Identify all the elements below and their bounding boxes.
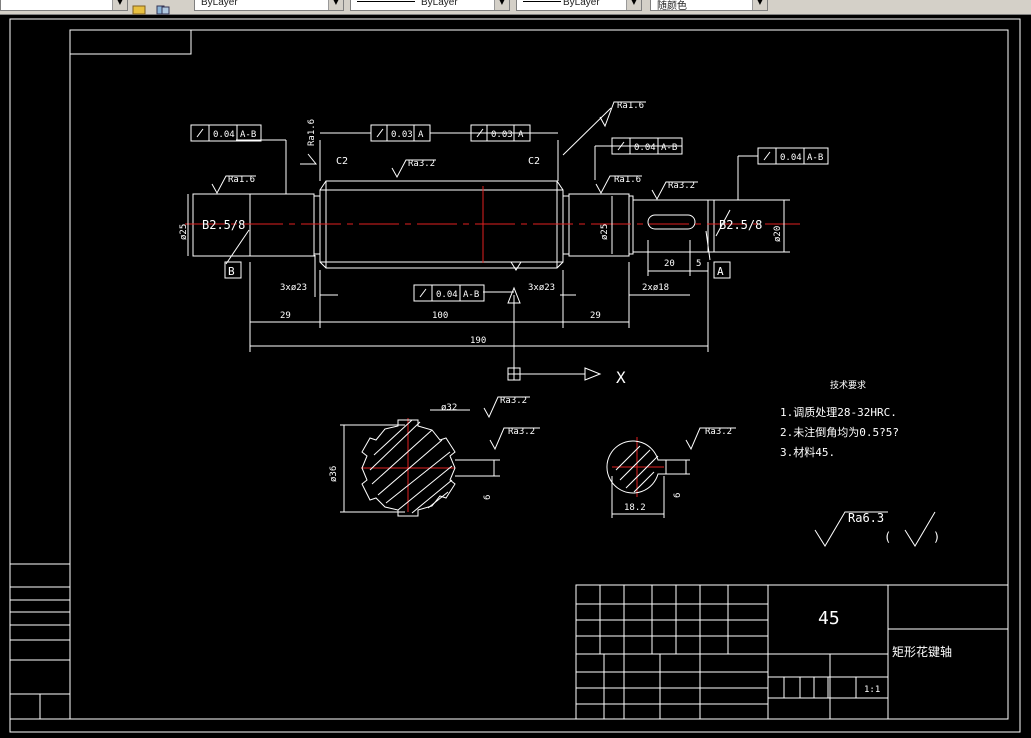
linetype-combo[interactable]: ByLayer ▼ [350, 0, 510, 11]
plotstyle-combo-value: 随颜色 [657, 1, 687, 12]
tol-bottom-datum: A-B [463, 290, 479, 300]
dim-key-len: 20 [664, 259, 675, 269]
linetype-combo-value: ByLayer [421, 0, 458, 8]
tol-rightupper-datum: A-B [661, 143, 677, 153]
dimension-lines [187, 107, 790, 381]
datum-boxes [224, 261, 731, 279]
chevron-down-icon[interactable]: ▼ [752, 0, 767, 10]
tech-item-3: 3.材料45. [780, 445, 835, 459]
chamfer-left: C2 [336, 156, 348, 167]
datum-a-label: A [717, 265, 724, 278]
color-combo[interactable]: ▼ [0, 0, 128, 11]
sheet-border [9, 18, 1021, 733]
chamfer-right: C2 [528, 156, 540, 167]
tol-left-value: 0.04 [213, 130, 235, 140]
inner-frame [69, 29, 1009, 720]
runout-icons [196, 128, 771, 298]
ra-keyway: Ra3.2 [668, 181, 695, 191]
tol-midright-value: 0.03 [491, 130, 513, 140]
dia-spline-inner: ø32 [441, 403, 457, 413]
drawing-canvas[interactable]: B A 0.04 A-B 0.03 A 0.03 A 0.04 A-B 0.04… [0, 14, 1031, 738]
paren-close: ) [933, 530, 940, 544]
undercut-end: 2xø18 [642, 283, 669, 293]
dia-end: ø20 [773, 226, 783, 242]
dim-seg-right: 29 [590, 311, 601, 321]
tol-rightfar-value: 0.04 [780, 153, 802, 163]
ra-shaft-body: Ra3.2 [408, 159, 435, 169]
undercut-left: 3xø23 [280, 283, 307, 293]
datum-b-label: B [228, 265, 235, 278]
tol-rightupper-value: 0.04 [634, 143, 656, 153]
chevron-down-icon[interactable]: ▼ [494, 0, 509, 10]
color-combo-value: ByLayer [201, 0, 238, 8]
tol-midleft-value: 0.03 [391, 130, 413, 140]
ra-general: Ra6.3 [848, 511, 884, 525]
tol-bottom-value: 0.04 [436, 290, 458, 300]
roughness-symbols [211, 101, 936, 547]
code-box [69, 29, 192, 55]
title-part-name: 矩形花键轴 [892, 644, 952, 659]
key-section [606, 440, 690, 518]
tech-item-2: 2.未注倒角均为0.5?5? [780, 425, 899, 439]
undercut-right: 3xø23 [528, 283, 555, 293]
paren-open: ( [884, 530, 891, 544]
title-block [575, 584, 1009, 720]
lineweight-combo[interactable]: ByLayer ▼ [516, 0, 642, 11]
center-hole-left: B2.5/8 [202, 218, 245, 232]
linetype-sample [357, 1, 415, 2]
chevron-down-icon[interactable]: ▼ [626, 0, 641, 10]
tol-left-datum: A-B [240, 130, 256, 140]
ra-section-left-top: Ra3.2 [500, 396, 527, 406]
ra-section-left-side: Ra3.2 [508, 427, 535, 437]
center-hole-right: B2.5/8 [719, 218, 762, 232]
linetype-color-combo[interactable]: ByLayer ▼ [194, 0, 344, 11]
title-scale: 1:1 [864, 685, 880, 695]
ra-shaft-left-vertical: Ra1.6 [307, 119, 317, 146]
ra-shaft-right: Ra1.6 [614, 175, 641, 185]
chevron-down-icon[interactable]: ▼ [112, 0, 127, 10]
ucs-x-label: X [616, 368, 626, 387]
dim-seg-left: 29 [280, 311, 291, 321]
plotstyle-combo[interactable]: 随颜色 ▼ [650, 0, 768, 12]
tech-requirements: 技术要求 1.调质处理28-32HRC. 2.未注倒角均为0.5?5? 3.材料… [780, 379, 899, 459]
chevron-down-icon[interactable]: ▼ [328, 0, 343, 10]
binding-strip [9, 563, 71, 720]
dim-overall: 190 [470, 336, 486, 346]
tech-item-1: 1.调质处理28-32HRC. [780, 406, 897, 419]
spline-section [340, 409, 500, 517]
spline-width: 6 [483, 495, 493, 500]
dia-left: ø25 [179, 224, 189, 240]
tol-midright-datum: A [518, 130, 524, 140]
ra-shaft-left: Ra1.6 [228, 175, 255, 185]
key-depth: 6 [673, 493, 683, 498]
tol-midleft-datum: A [418, 130, 424, 140]
dia-spline-outer: ø36 [329, 466, 339, 482]
shaft-main-view [192, 180, 715, 269]
lineweight-sample [523, 1, 561, 2]
lineweight-combo-value: ByLayer [563, 0, 600, 8]
title-material: 45 [818, 608, 840, 629]
tolerance-frames [190, 124, 829, 302]
tol-rightfar-datum: A-B [807, 153, 823, 163]
ra-section-right-side: Ra3.2 [705, 427, 732, 437]
layer-previous-icon[interactable] [156, 0, 170, 15]
section-width: 18.2 [624, 503, 646, 513]
layer-state-icon[interactable] [132, 0, 146, 15]
dim-key-gap: 5 [696, 259, 701, 269]
properties-toolbar: ▼ ByLayer ▼ ByLayer ▼ ByLayer ▼ 随颜色 ▼ [0, 0, 1031, 15]
ra-shaft-right-top: Ra1.6 [617, 101, 644, 111]
dia-right: ø25 [600, 224, 610, 240]
dim-seg-mid: 100 [432, 311, 448, 321]
tech-title: 技术要求 [830, 379, 866, 391]
